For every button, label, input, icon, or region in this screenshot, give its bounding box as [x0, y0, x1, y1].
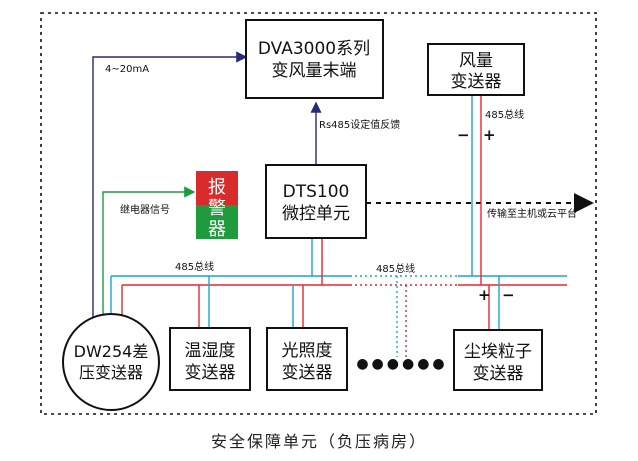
- light-line1: 光照度: [282, 341, 333, 361]
- dust-box: [453, 329, 543, 391]
- wire-4-20ma: [92, 51, 248, 318]
- label-rs485: Rs485设定值反馈: [319, 118, 400, 131]
- light-box: [266, 327, 348, 391]
- alarm-char1: 报: [208, 177, 226, 198]
- fan-line1: 风量: [459, 51, 493, 71]
- label-relay: 继电器信号: [120, 203, 170, 216]
- ellipsis-dots: ●●●●●●: [356, 356, 447, 372]
- dw-line1: DW254差: [74, 342, 149, 361]
- dw-circle: [62, 313, 160, 411]
- dva-line2: 变风量末端: [272, 61, 357, 81]
- dust-line1: 尘埃粒子: [464, 342, 532, 362]
- label-4-20ma: 4~20mA: [105, 64, 149, 75]
- wire-relay-signal: [102, 186, 196, 318]
- alarm-top: [196, 171, 238, 205]
- label-plus-top: +: [483, 126, 496, 144]
- temp-box: [169, 327, 251, 391]
- alarm-char3: 器: [208, 219, 226, 240]
- fan-line2: 变送器: [451, 72, 502, 92]
- diagram-caption: 安全保障单元（负压病房）: [210, 432, 427, 451]
- label-bus-right: 485总线: [485, 108, 524, 121]
- label-minus-top: −: [457, 126, 470, 144]
- dw-line2: 压变送器: [79, 363, 143, 382]
- fan-box: [427, 43, 525, 96]
- dts-box: [265, 164, 367, 239]
- dts-line2: 微控单元: [282, 204, 350, 224]
- boundary-frame: [40, 12, 597, 415]
- alarm-char2: 警: [208, 198, 226, 219]
- alarm-bottom: [196, 205, 238, 239]
- label-minus-bottom: −: [502, 286, 515, 304]
- dva-box: [245, 19, 384, 99]
- light-line2: 变送器: [282, 363, 333, 383]
- label-transfer: 传输至主机或云平台: [487, 207, 577, 220]
- dust-line2: 变送器: [473, 364, 524, 384]
- label-bus-left: 485总线: [175, 260, 214, 273]
- dva-line1: DVA3000系列: [258, 39, 370, 59]
- label-bus-mid: 485总线: [376, 262, 415, 275]
- label-plus-bottom: +: [478, 286, 491, 304]
- temp-line2: 变送器: [185, 363, 236, 383]
- temp-line1: 温湿度: [185, 341, 236, 361]
- dts-line1: DTS100: [283, 182, 350, 202]
